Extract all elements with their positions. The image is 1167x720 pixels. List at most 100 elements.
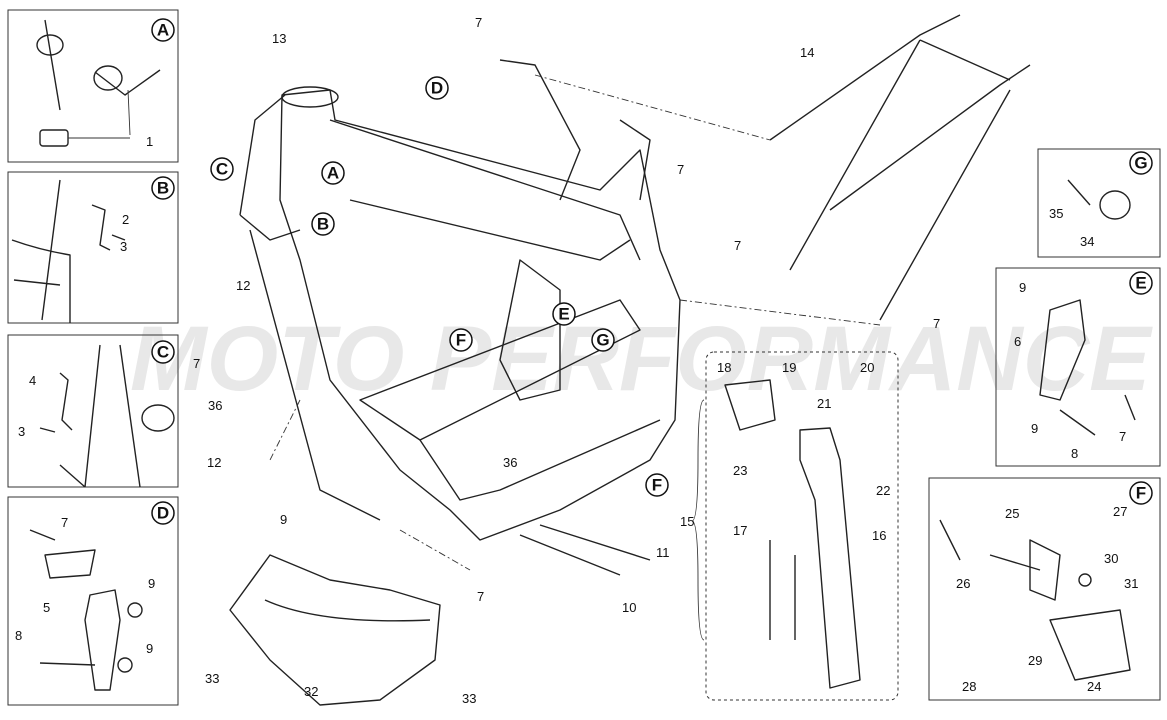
frame-13 (239, 59, 681, 541)
watermark: MOTO PERFORMANCE (130, 308, 1153, 410)
callout-circle (645, 473, 669, 497)
callout-letter: B (317, 215, 329, 234)
part-number-label: 33 (205, 671, 219, 686)
part-number-label: 9 (280, 512, 287, 527)
part-number-label: 3 (18, 424, 25, 439)
callout-circle (1129, 271, 1153, 295)
callout-circle (151, 501, 175, 525)
part-number-label: 21 (817, 396, 831, 411)
part-number-label: 8 (1071, 446, 1078, 461)
callout-circle (210, 157, 234, 181)
callout-circle (1129, 151, 1153, 175)
part-number-label: 14 (800, 45, 814, 60)
inset-box-a (7, 9, 179, 163)
callout-circle (425, 76, 449, 100)
part-number-label: 2 (122, 212, 129, 227)
part-number-label: 22 (876, 483, 890, 498)
callout-letter: D (157, 504, 169, 523)
part-number-label: 35 (1049, 206, 1063, 221)
callout-letter: C (216, 160, 228, 179)
callout-letter: A (157, 21, 169, 40)
callout-circle (1129, 481, 1153, 505)
part-number-label: 36 (208, 398, 222, 413)
part-number-label: 11 (656, 545, 670, 560)
callout-letter: E (558, 305, 569, 324)
inset-box-e (995, 267, 1161, 467)
part-number-label: 23 (733, 463, 747, 478)
part-number-label: 7 (677, 162, 684, 177)
part-number-label: 7 (734, 238, 741, 253)
part-number-label: 25 (1005, 506, 1019, 521)
callout-circle (552, 302, 576, 326)
inset-box-b (7, 171, 179, 324)
inset-box-f (928, 477, 1161, 701)
part-number-label: 19 (782, 360, 796, 375)
callout-letter: F (1136, 484, 1146, 503)
inset-box-d (7, 496, 179, 706)
inset-a-parts (36, 19, 161, 147)
callout-letter: A (327, 164, 339, 183)
skid-plate-32 (229, 554, 441, 706)
part-number-label: 28 (962, 679, 976, 694)
part-number-label: 7 (193, 356, 200, 371)
part-number-label: 10 (622, 600, 636, 615)
part-number-label: 29 (1028, 653, 1042, 668)
callout-circle (151, 340, 175, 364)
inset-g-parts (1067, 179, 1131, 220)
callout-letter: G (596, 331, 609, 350)
part-number-label: 5 (43, 600, 50, 615)
inset-b-parts (11, 179, 126, 323)
part-number-label: 9 (1019, 280, 1026, 295)
part-number-label: 9 (1031, 421, 1038, 436)
part-number-label: 18 (717, 360, 731, 375)
part-number-label: 3 (120, 239, 127, 254)
part-number-label: 24 (1087, 679, 1101, 694)
part-number-label: 1 (146, 134, 153, 149)
callout-circle (151, 18, 175, 42)
callout-letter: B (157, 179, 169, 198)
exploded-dash-lines (269, 74, 881, 571)
inset-f-parts (939, 519, 1131, 681)
stand-group-box (705, 351, 899, 701)
callout-circle (321, 161, 345, 185)
part-number-label: 33 (462, 691, 476, 706)
bolts-10-11 (519, 524, 651, 576)
inset-box-g (1037, 148, 1161, 258)
callout-circle (591, 328, 615, 352)
callout-letter: D (431, 79, 443, 98)
part-number-label: 30 (1104, 551, 1118, 566)
part-number-label: 9 (146, 641, 153, 656)
inset-c-parts (39, 344, 175, 488)
part-number-label: 34 (1080, 234, 1094, 249)
inset-e-parts (1039, 299, 1136, 436)
callout-circle (311, 212, 335, 236)
callout-letter: C (157, 343, 169, 362)
inset-box-c (7, 334, 179, 488)
stand-group-brace (691, 399, 705, 641)
part-number-label: 32 (304, 684, 318, 699)
part-number-label: 8 (15, 628, 22, 643)
subframe-14 (769, 14, 1031, 321)
part-number-label: 4 (29, 373, 36, 388)
part-number-label: 17 (733, 523, 747, 538)
part-number-label: 12 (207, 455, 221, 470)
part-number-label: 27 (1113, 504, 1127, 519)
callout-letter: F (456, 331, 466, 350)
callout-letter: G (1134, 154, 1147, 173)
part-number-label: 7 (475, 15, 482, 30)
callout-circle (151, 176, 175, 200)
part-number-label: 12 (236, 278, 250, 293)
part-number-label: 26 (956, 576, 970, 591)
part-number-label: 6 (1014, 334, 1021, 349)
part-number-label: 13 (272, 31, 286, 46)
part-number-label: 16 (872, 528, 886, 543)
callout-letter: F (652, 476, 662, 495)
side-stand-16 (724, 379, 861, 689)
part-number-label: 31 (1124, 576, 1138, 591)
callout-circle (449, 328, 473, 352)
part-number-label: 15 (680, 514, 694, 529)
part-number-label: 9 (148, 576, 155, 591)
callout-letter: E (1135, 274, 1146, 293)
part-number-label: 7 (933, 316, 940, 331)
